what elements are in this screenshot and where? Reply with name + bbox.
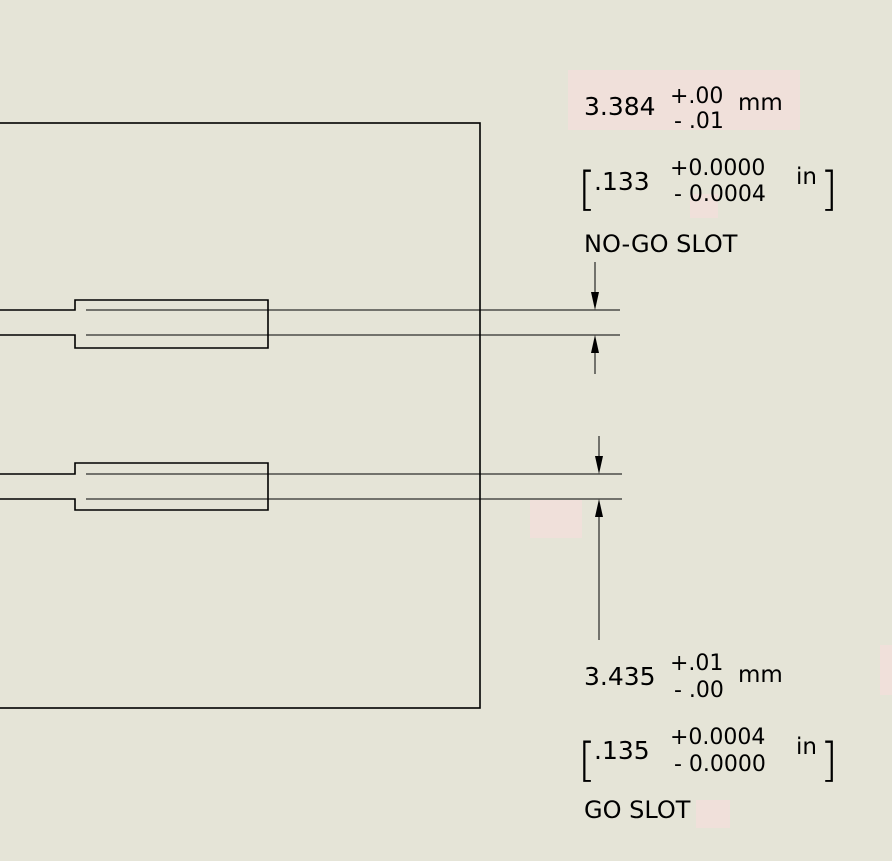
- highlight-go-arrow: [530, 500, 582, 538]
- go-unit-mm: mm: [738, 662, 783, 688]
- highlight-nogo-inch: [690, 194, 718, 218]
- nogo-arrow-up: [591, 335, 599, 353]
- nogo-slot-label: NO-GO SLOT: [584, 230, 738, 258]
- nogo-bracket-open: [: [578, 162, 596, 216]
- nogo-nominal-in: .133: [594, 167, 650, 196]
- nogo-tol-minus-in: - 0.0004: [674, 182, 766, 207]
- go-tol-minus-mm: - .00: [674, 678, 724, 703]
- nogo-tol-plus-in: +0.0000: [670, 156, 765, 181]
- go-tol-plus-in: +0.0004: [670, 725, 765, 750]
- part-outline: [0, 122, 481, 709]
- go-nominal-in: .135: [594, 736, 650, 765]
- go-slot-label: GO SLOT: [584, 796, 691, 824]
- highlight-nogo-dimension: [568, 70, 800, 130]
- go-arrow-down: [595, 456, 603, 474]
- go-unit-in: in: [796, 734, 817, 760]
- go-tol-plus-mm: +.01: [670, 651, 723, 676]
- highlight-go-label: [696, 800, 730, 828]
- nogo-slot-profile: [0, 299, 269, 349]
- nogo-unit-in: in: [796, 164, 817, 190]
- go-bracket-open: [: [578, 733, 596, 787]
- go-bracket-close: ]: [820, 733, 838, 787]
- highlight-right-edge: [880, 645, 892, 695]
- nogo-unit-mm: mm: [738, 90, 783, 116]
- go-nominal-mm: 3.435: [584, 662, 656, 691]
- nogo-arrow-down: [591, 292, 599, 310]
- go-slot-profile: [0, 462, 269, 511]
- nogo-tol-plus-mm: +.00: [670, 84, 723, 109]
- nogo-tol-minus-mm: - .01: [674, 109, 724, 134]
- nogo-bracket-close: ]: [820, 162, 838, 216]
- nogo-nominal-mm: 3.384: [584, 92, 656, 121]
- go-arrow-up: [595, 499, 603, 517]
- go-tol-minus-in: - 0.0000: [674, 752, 766, 777]
